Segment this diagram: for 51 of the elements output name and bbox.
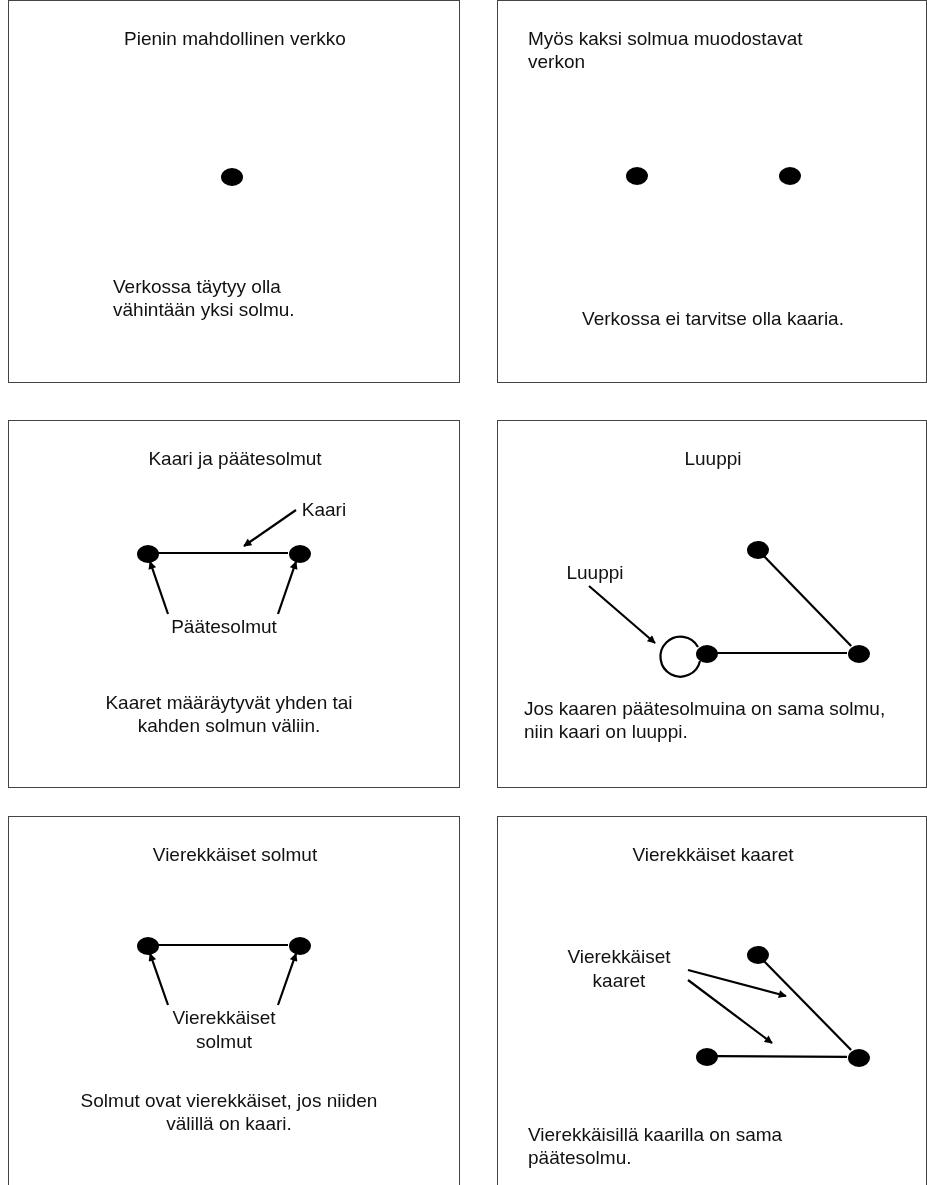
node-dot	[747, 946, 769, 964]
diagram-panel	[497, 420, 927, 788]
panel-description: Kaaret määräytyvät yhden tai kahden solmun väliin.	[104, 691, 354, 737]
node-dot	[221, 168, 243, 186]
node-dot	[289, 545, 311, 563]
node-dot	[696, 1048, 718, 1066]
panel-description: Verkossa täytyy olla vähintään yksi solmu.	[113, 275, 296, 321]
panel-description: Vierekkäisillä kaarilla on sama päätesolmu.	[528, 1123, 784, 1169]
leader-arrow	[276, 560, 298, 615]
annotation-label: Luuppi	[554, 561, 636, 587]
graph-edge	[763, 960, 852, 1051]
graph-edge	[717, 651, 847, 655]
leader-arrow	[687, 979, 773, 1044]
annotation-label: Päätesolmut	[159, 615, 289, 641]
panel-title: Pienin mahdollinen verkko	[123, 27, 347, 50]
leader-arrow	[588, 585, 656, 644]
diagram-panel	[497, 0, 927, 383]
node-dot	[626, 167, 648, 185]
graph-edge	[158, 943, 288, 947]
node-dot	[137, 545, 159, 563]
graph-edge	[717, 1054, 847, 1059]
leader-arrow	[148, 952, 170, 1006]
node-dot	[137, 937, 159, 955]
annotation-label: Kaari	[297, 498, 351, 522]
panel-title: Myös kaksi solmua muodostavat verkon	[528, 27, 804, 73]
diagram-panel	[8, 816, 460, 1185]
graph-edge	[763, 555, 852, 647]
leader-arrow	[148, 560, 170, 615]
panel-description: Jos kaaren päätesolmuina on sama solmu, niin kaari on luuppi.	[524, 697, 887, 743]
node-dot	[848, 645, 870, 663]
diagram-panel	[8, 0, 460, 383]
node-dot	[779, 167, 801, 185]
node-dot	[289, 937, 311, 955]
loop-edge	[659, 635, 702, 678]
panel-description: Solmut ovat vierekkäiset, jos niiden välillä on kaari.	[79, 1089, 379, 1135]
panel-title: Vierekkäiset solmut	[151, 843, 319, 866]
graph-edge	[158, 551, 288, 555]
panel-title: Vierekkäiset kaaret	[631, 843, 795, 866]
leader-arrow	[687, 968, 787, 998]
diagram-panel	[497, 816, 927, 1185]
panel-title: Kaari ja päätesolmut	[147, 447, 323, 470]
node-dot	[848, 1049, 870, 1067]
panel-description: Verkossa ei tarvitse olla kaaria.	[581, 307, 845, 330]
leader-arrow	[276, 952, 298, 1006]
panel-title: Luuppi	[683, 447, 743, 470]
node-dot	[747, 541, 769, 559]
leader-arrow	[243, 509, 297, 547]
annotation-label: Vierekkäiset kaaret	[549, 945, 689, 997]
node-dot	[696, 645, 718, 663]
diagram-panel	[8, 420, 460, 788]
annotation-label: Vierekkäiset solmut	[159, 1006, 289, 1056]
